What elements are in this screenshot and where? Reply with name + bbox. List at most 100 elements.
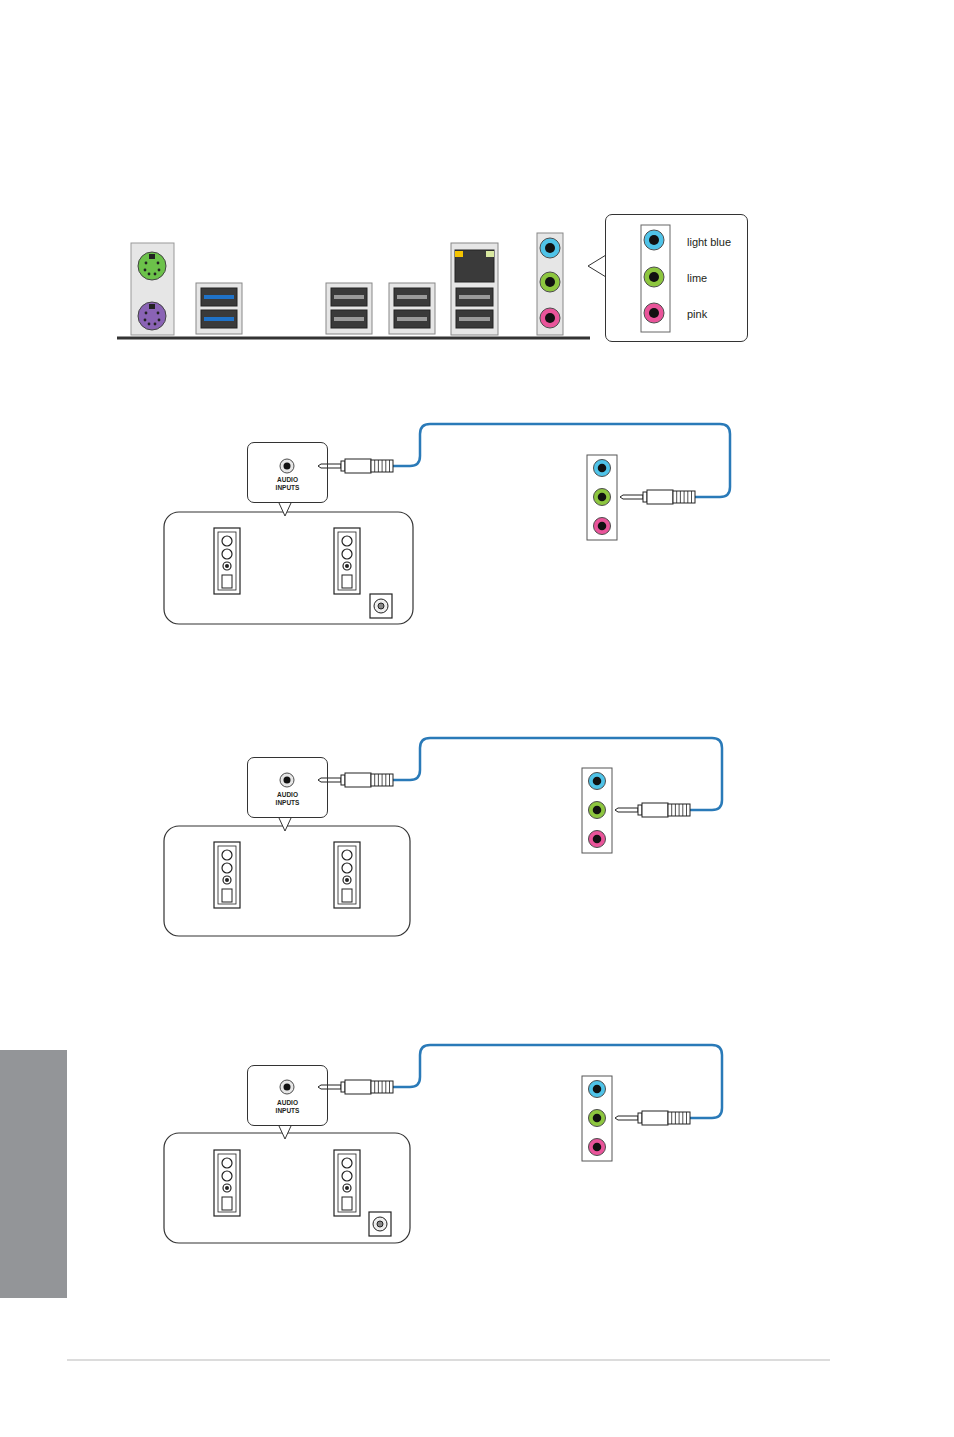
color-label: lime: [687, 270, 707, 286]
ps2-frame: [131, 243, 174, 335]
usb-frame: [389, 283, 435, 334]
plug-ridge: [389, 460, 390, 472]
plug-grip: [371, 460, 393, 472]
audio-jack: [594, 460, 611, 477]
speaker-connection: [164, 738, 722, 936]
speaker-port: [342, 1197, 352, 1210]
plug-collar: [341, 1082, 345, 1092]
plug-ridge: [676, 491, 677, 503]
plug-grip: [673, 491, 695, 503]
plug-pin: [318, 464, 341, 468]
audio-jack: [589, 773, 606, 790]
speaker-driver: [222, 549, 232, 559]
plug-ridge: [382, 460, 383, 472]
speaker-connection: [164, 424, 730, 624]
plug-pin: [318, 778, 341, 782]
ps2-key: [149, 254, 155, 259]
speaker: [214, 842, 240, 908]
usb-tongue: [334, 317, 364, 321]
bubble-pointer: [279, 818, 291, 831]
jack-hole: [598, 522, 607, 531]
jack-hole: [284, 1084, 291, 1091]
speaker: [214, 1150, 240, 1216]
speaker-driver: [222, 850, 232, 860]
speaker: [214, 528, 240, 594]
plug-ridge: [671, 804, 672, 816]
audio-jack: [644, 267, 664, 287]
plug-ridge: [691, 491, 692, 503]
plug-body: [345, 459, 371, 473]
audio-input-bubble: AUDIO INPUTS: [247, 757, 328, 818]
usb-frame: [196, 283, 242, 334]
audio-jack: [280, 773, 294, 787]
subwoofer: [369, 1212, 391, 1236]
audio-jack: [280, 1080, 294, 1094]
speaker-inner: [338, 532, 356, 590]
speaker-driver: [342, 536, 352, 546]
ps2-key: [149, 304, 155, 309]
usb-tongue: [204, 317, 234, 321]
speaker-driver: [342, 1171, 352, 1181]
plug-body: [345, 1080, 371, 1094]
ps2-pin: [144, 269, 147, 272]
speaker-inner: [218, 1154, 236, 1212]
audio-jack: [280, 459, 294, 473]
jack-hole: [593, 1114, 602, 1123]
jack-hole: [284, 463, 291, 470]
jack-hole: [649, 272, 659, 282]
lan-frame: [451, 243, 498, 335]
plug-ridge: [389, 774, 390, 786]
audio-cable: [393, 1045, 722, 1118]
jack-hole: [545, 313, 555, 323]
callout-pointer: [588, 255, 606, 277]
speaker-driver: [222, 1171, 232, 1181]
speaker: [334, 842, 360, 908]
plug-ridge: [382, 774, 383, 786]
plug-ridge: [374, 1081, 375, 1093]
speaker-enclosure: [164, 826, 410, 936]
speaker-port: [222, 1197, 232, 1210]
audio-jack: [589, 831, 606, 848]
jack-hole: [598, 493, 607, 502]
ps2-pin: [145, 312, 148, 315]
jack-hole: [649, 308, 659, 318]
usb-tongue: [204, 295, 234, 299]
lan-led: [486, 251, 494, 257]
plug-ridge: [378, 460, 379, 472]
usb-port: [456, 288, 493, 306]
speaker-driver: [342, 850, 352, 860]
subwoofer-cone: [374, 599, 388, 613]
speaker-port: [342, 889, 352, 902]
plug-body: [647, 490, 673, 504]
plug-ridge: [389, 1081, 390, 1093]
jack-hole: [593, 835, 602, 844]
plug-pin: [318, 1085, 341, 1089]
speaker-driver: [343, 562, 351, 570]
speaker-inner: [338, 1154, 356, 1212]
plug-ridge: [382, 1081, 383, 1093]
ps2-pin: [144, 319, 147, 322]
usb-port: [201, 310, 237, 328]
bubble-pointer: [279, 503, 291, 516]
jack-panel: [587, 455, 617, 540]
plug-ridge: [684, 491, 685, 503]
plug-ridge: [671, 1112, 672, 1124]
audio-jack: [540, 308, 560, 328]
speaker-dot: [345, 1186, 349, 1190]
plug-ridge: [679, 804, 680, 816]
plug-ridge: [687, 491, 688, 503]
speaker-driver: [223, 1184, 231, 1192]
audio-cable: [393, 738, 722, 810]
usb-tongue: [459, 317, 490, 321]
plug-pin: [620, 495, 643, 499]
speaker-driver: [222, 863, 232, 873]
jack-hole: [593, 806, 602, 815]
footer-rule: [67, 1359, 830, 1361]
jack-label: AUDIO INPUTS: [271, 791, 305, 807]
plug-collar: [638, 805, 642, 815]
speaker-driver: [223, 876, 231, 884]
ps2-pin: [157, 262, 160, 265]
speaker-enclosure: [164, 512, 413, 624]
